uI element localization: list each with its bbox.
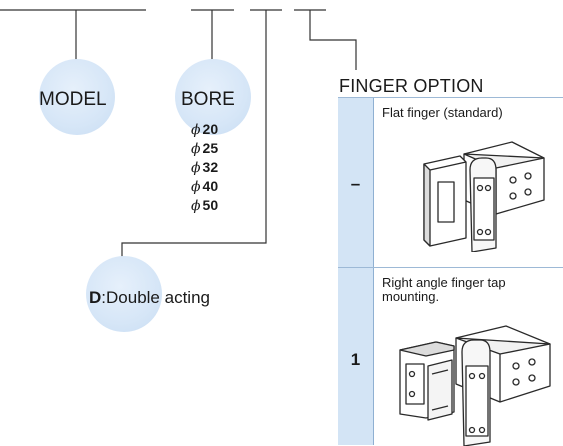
phi-symbol: ϕ (191, 122, 201, 138)
action-leader-line (121, 10, 267, 258)
bore-value: 32 (202, 159, 219, 175)
phi-symbol: ϕ (191, 198, 201, 214)
finger-option-table: – Flat finger (standard) (338, 97, 563, 446)
action-code: D (89, 288, 102, 307)
option-code: 1 (350, 350, 361, 369)
phi-symbol: ϕ (191, 179, 201, 195)
bore-value: 50 (202, 197, 219, 213)
option-code: – (350, 174, 361, 193)
action-separator: : (101, 288, 107, 307)
bore-label: BORE (181, 89, 235, 110)
flat-finger-gripper-icon (423, 141, 545, 252)
option-description: Flat finger (standard) (382, 105, 503, 120)
right-angle-finger-gripper-icon (399, 325, 551, 446)
model-bubble (39, 59, 115, 135)
bore-value: 25 (202, 140, 219, 156)
option-row: 1 Right angle finger tap mounting. (338, 267, 563, 446)
model-label: MODEL (39, 89, 107, 110)
bore-value: 20 (202, 121, 219, 137)
option-description: Right angle finger tap mounting. (382, 275, 506, 304)
phi-symbol: ϕ (191, 160, 201, 176)
action-bubble (86, 256, 162, 332)
bore-value: 40 (202, 178, 219, 194)
bore-bubble (175, 59, 251, 135)
action-label: D:Double acting (89, 289, 210, 306)
option-leader-line (309, 10, 357, 70)
finger-option-title: FINGER OPTION (339, 76, 484, 96)
option-row: – Flat finger (standard) (338, 97, 563, 268)
option-code-column (338, 97, 374, 445)
phi-symbol: ϕ (191, 141, 201, 157)
action-text: Double acting (106, 288, 210, 307)
